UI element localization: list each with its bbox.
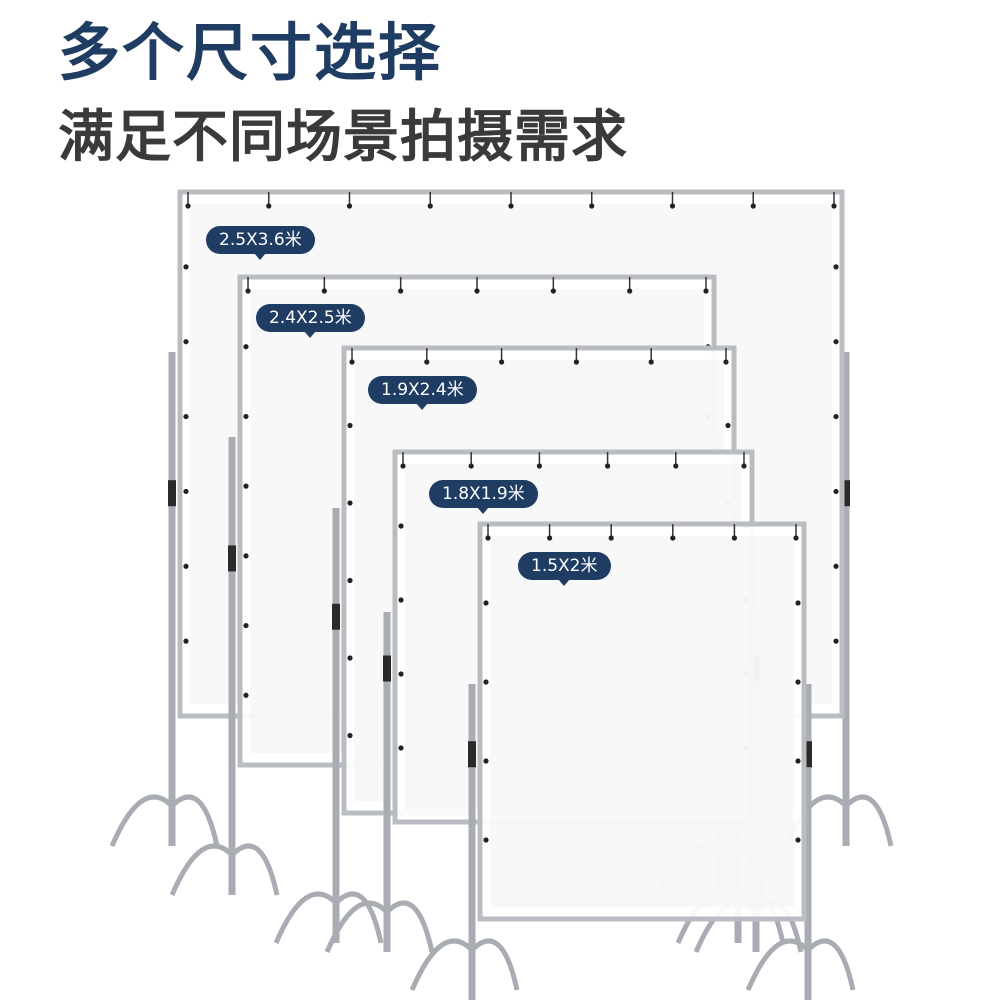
clip-left-4-2 [398, 597, 404, 603]
stand-leg-b-right-5 [806, 938, 856, 991]
clip-left-5-2 [483, 679, 489, 685]
clip-knob-top-5-3 [670, 535, 676, 541]
clip-left-5-3 [483, 758, 489, 764]
clip-knob-top-2-2 [398, 288, 404, 294]
clip-right-5-4 [795, 837, 801, 843]
clip-knob-top-2-1 [321, 288, 327, 294]
clip-left-4-4 [398, 745, 404, 751]
clip-knob-top-1-8 [831, 203, 837, 209]
clip-left-2-4 [243, 553, 249, 559]
size-label-4: 1.8X1.9米 [429, 480, 538, 514]
clip-left-1-2 [183, 339, 189, 345]
stand-leg-b-left-4 [385, 900, 435, 953]
clip-knob-top-2-0 [245, 288, 251, 294]
clip-knob-top-4-2 [536, 463, 543, 469]
clip-right-3-1 [725, 422, 731, 429]
clip-knob-top-3-1 [424, 359, 430, 365]
clip-right-1-6 [833, 638, 839, 644]
stand-leg-b-left-1 [170, 794, 220, 847]
clip-right-1-3 [833, 413, 839, 420]
clip-right-5-1 [795, 600, 801, 606]
clip-left-1-1 [183, 264, 189, 270]
clip-left-3-5 [347, 732, 353, 739]
clip-knob-top-1-6 [669, 203, 676, 209]
stand-leg-a-left-1 [109, 794, 174, 847]
clip-knob-top-2-3 [474, 288, 480, 294]
clip-right-5-2 [795, 679, 801, 685]
stand-leg-b-left-2 [230, 843, 280, 896]
clip-knob-top-5-4 [731, 535, 738, 541]
clip-knob-top-5-1 [547, 535, 553, 541]
clip-knob-top-3-5 [723, 359, 729, 365]
clip-left-2-6 [243, 692, 249, 698]
clip-right-1-4 [833, 488, 839, 495]
stand-grip-left-2 [228, 545, 236, 572]
stand-leg-a-left-4 [324, 900, 389, 953]
clip-left-2-2 [243, 413, 249, 420]
stand-leg-b-left-5 [470, 938, 520, 991]
clip-knob-top-4-5 [741, 463, 747, 469]
stand-grip-left-3 [332, 603, 340, 630]
size-label-3: 1.9X2.4米 [368, 376, 477, 410]
clip-knob-top-4-4 [673, 463, 679, 469]
clip-left-3-2 [347, 500, 353, 506]
clip-left-1-3 [183, 413, 189, 420]
frame-fabric-5 [490, 536, 794, 907]
clip-knob-top-3-2 [499, 359, 505, 365]
clip-right-5-3 [795, 758, 801, 764]
clip-left-4-3 [398, 671, 404, 677]
clip-left-2-3 [243, 483, 249, 489]
stand-grip-left-1 [168, 480, 176, 507]
stand-leg-b-left-3 [334, 891, 384, 944]
clip-knob-top-1-2 [346, 203, 353, 209]
clip-knob-top-1-5 [589, 203, 595, 209]
clip-left-3-4 [347, 655, 353, 661]
subline: 满足不同场景拍摄需求 [58, 105, 628, 170]
clip-knob-top-4-3 [605, 463, 611, 469]
clip-left-1-5 [183, 563, 189, 569]
clip-knob-top-4-0 [400, 463, 406, 469]
clip-knob-top-3-3 [573, 359, 580, 365]
clip-knob-top-1-3 [427, 203, 433, 209]
clip-knob-top-3-0 [349, 359, 355, 365]
stand-leg-a-left-3 [273, 891, 338, 944]
clip-left-1-6 [183, 638, 189, 644]
clip-knob-top-1-7 [750, 203, 756, 209]
clip-left-3-1 [347, 422, 353, 429]
clip-knob-top-1-4 [508, 203, 514, 209]
clip-left-1-4 [183, 488, 189, 495]
clip-knob-top-2-5 [627, 288, 633, 294]
clip-knob-top-5-5 [793, 535, 799, 541]
stand-grip-right-5 [804, 741, 812, 768]
clip-knob-top-1-1 [266, 203, 272, 209]
clip-left-5-1 [483, 600, 489, 606]
stand-grip-left-5 [468, 741, 476, 768]
clip-knob-top-2-4 [550, 288, 556, 294]
clip-knob-top-5-0 [485, 535, 491, 541]
clip-left-3-3 [347, 577, 353, 584]
size-label-1: 2.5X3.6米 [206, 226, 315, 260]
size-label-2: 2.4X2.5米 [256, 304, 365, 338]
clip-knob-top-2-6 [703, 288, 709, 294]
clip-left-2-5 [243, 622, 249, 629]
clip-right-1-2 [833, 339, 839, 345]
clip-right-1-5 [833, 563, 839, 569]
clip-knob-top-5-2 [608, 535, 614, 541]
stand-grip-right-1 [842, 480, 850, 507]
clip-left-4-1 [398, 523, 404, 529]
clip-knob-top-1-0 [185, 203, 191, 209]
headline: 多个尺寸选择 [58, 16, 443, 89]
clip-left-2-1 [243, 344, 249, 350]
stand-leg-b-right-1 [844, 794, 894, 847]
stand-grip-left-4 [383, 655, 391, 682]
clip-right-1-1 [833, 264, 839, 270]
clip-knob-top-4-1 [468, 463, 474, 469]
stand-leg-a-left-5 [409, 938, 474, 991]
clip-knob-top-3-4 [648, 359, 654, 365]
stand-leg-a-right-5 [745, 938, 810, 991]
clip-left-5-4 [483, 837, 489, 843]
stand-leg-a-left-2 [169, 843, 234, 896]
size-label-5: 1.5X2米 [518, 552, 611, 586]
